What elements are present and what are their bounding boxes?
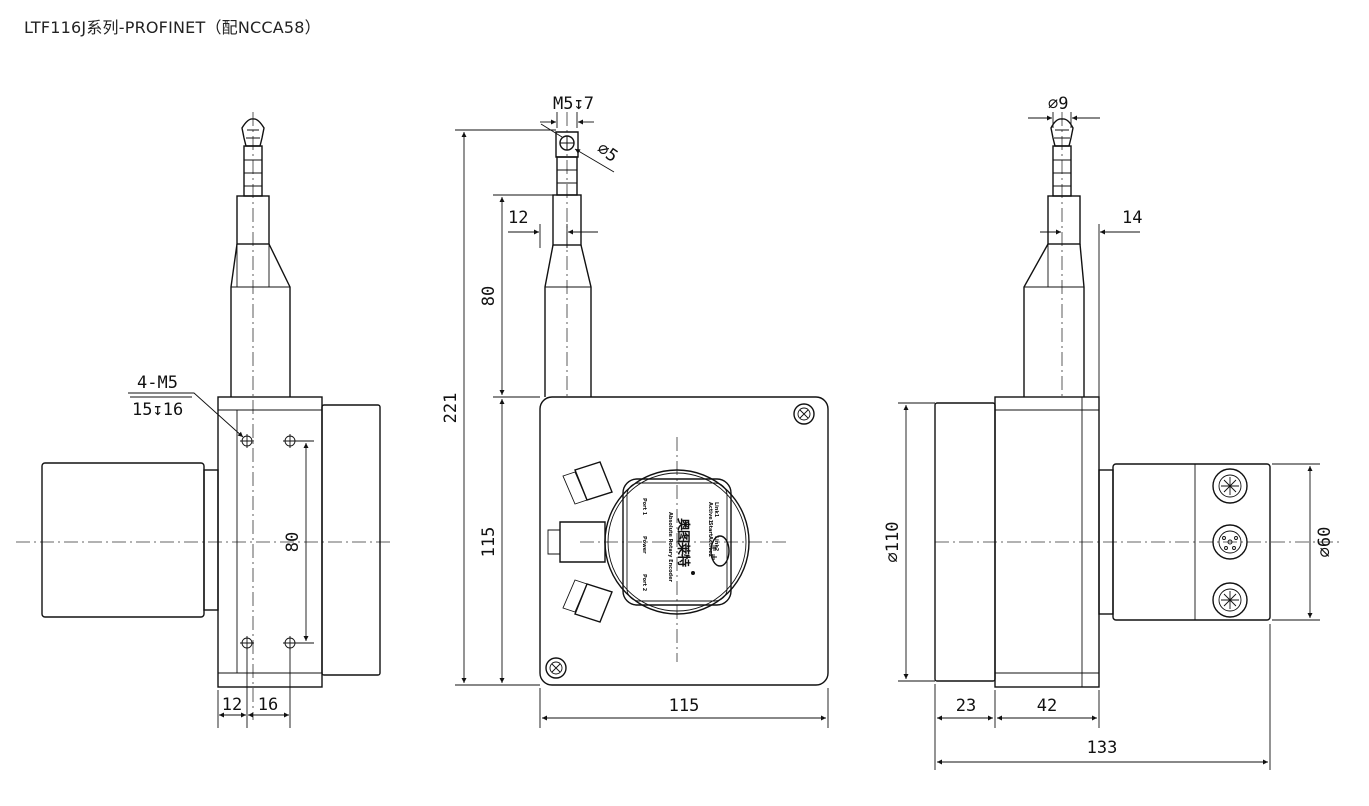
dim-12-front: 12 <box>508 208 528 228</box>
dim-23: 23 <box>956 696 976 716</box>
dim-42: 42 <box>1037 696 1057 716</box>
side-view-right: ∅9 14 ∅110 ∅60 23 42 133 <box>883 94 1340 770</box>
cable-diameter-callout: ∅9 <box>1048 94 1068 114</box>
overall-height-dim: 221 <box>441 393 461 424</box>
active2-label: Active2 <box>707 536 713 558</box>
link2-label: Link2 <box>713 536 719 552</box>
front-view: 奥图莱特 Absolute Rotary Encoder Port 1 Powe… <box>441 94 829 728</box>
start-label: Start <box>707 522 713 537</box>
side-view-left: 4-M5 15↧16 80 12 16 <box>16 112 392 728</box>
dim-14-right: 14 <box>1122 208 1142 228</box>
drawing-title: LTF116J系列-PROFINET（配NCCA58） <box>24 18 321 37</box>
dim-12-left: 12 <box>222 695 242 715</box>
hole-depth-callout: 15↧16 <box>132 400 183 420</box>
port2-label: Port 2 <box>641 574 647 592</box>
body-diameter-dim: ∅110 <box>883 522 903 563</box>
product-label: Absolute Rotary Encoder <box>667 512 673 583</box>
port1-label: Port 1 <box>641 498 647 516</box>
brand-label: 奥图莱特 <box>675 518 691 567</box>
active1-label: Active1 <box>707 502 713 524</box>
dim-133: 133 <box>1087 738 1118 758</box>
body-width-dim: 115 <box>669 696 700 716</box>
thread-callout: M5↧7 <box>553 94 594 114</box>
link1-label: Link1 <box>713 502 719 518</box>
dim-16-left: 16 <box>258 695 278 715</box>
cable-height-dim: 80 <box>479 286 499 306</box>
body-height-dim: 115 <box>479 527 499 558</box>
power-label: Power <box>641 536 647 554</box>
encoder-diameter-dim: ∅60 <box>1315 527 1335 558</box>
hole-callout: 4-M5 <box>137 373 178 393</box>
hole-spacing-dim: 80 <box>283 532 303 552</box>
